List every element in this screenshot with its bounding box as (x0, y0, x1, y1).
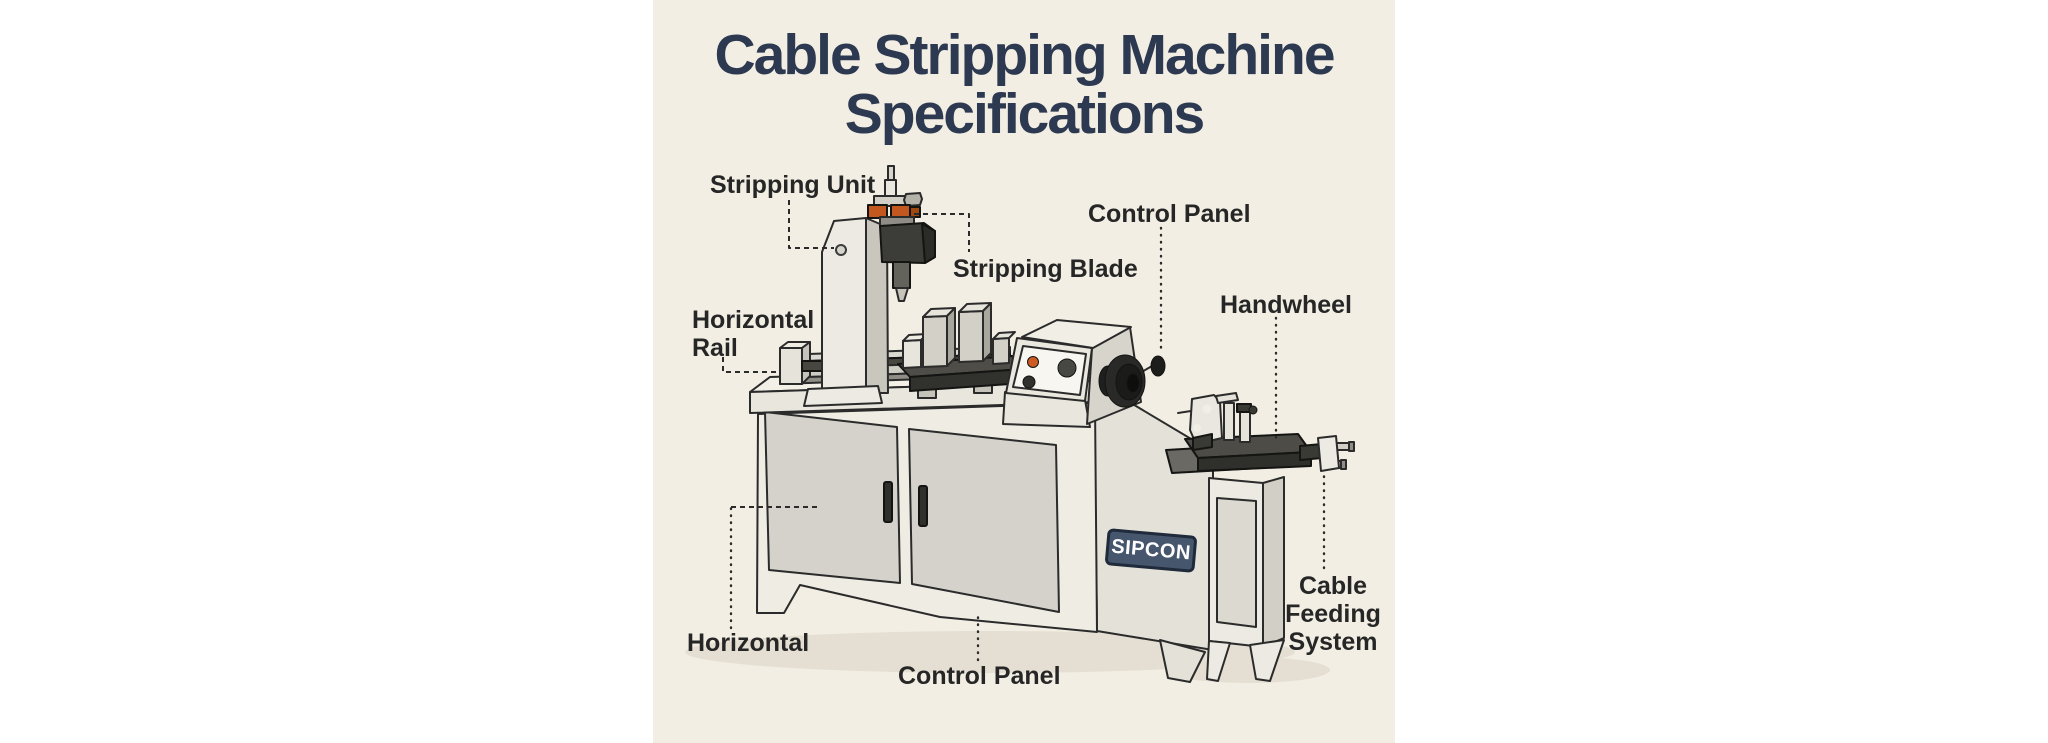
brand-badge-text: SIPCON (1110, 535, 1192, 565)
leader-stripping-blade (914, 213, 970, 252)
leader-horizontal-rail (722, 357, 780, 373)
base-cabinet (756, 402, 1098, 633)
left-door-handle (883, 481, 893, 523)
page-title: Cable Stripping Machine Specifications (653, 23, 1395, 147)
stripping-blade-part (879, 222, 936, 302)
label-horizontal-rail: Horizontal Rail (692, 306, 815, 362)
brand-badge: SIPCON (1104, 528, 1198, 573)
title-line-1: Cable Stripping Machine (714, 23, 1335, 87)
adjust-knob (1057, 358, 1077, 378)
title-line-2: Specifications (844, 82, 1205, 147)
label-control-panel-top: Control Panel (1088, 200, 1251, 228)
leader-stripping-unit (788, 200, 834, 249)
clamp-carriage (897, 302, 1025, 399)
orange-clamp-left (867, 204, 888, 219)
cable-feeding-table (1165, 433, 1312, 474)
control-panel-housing (1002, 319, 1142, 428)
clamp-block-left (922, 307, 956, 368)
label-horizontal-bottom: Horizontal (687, 629, 810, 657)
clamp-block-small (992, 331, 1016, 365)
small-button (1022, 375, 1036, 389)
cable-feeding-shaft (1299, 435, 1355, 472)
label-handwheel: Handwheel (1220, 291, 1352, 319)
cabinet-left-door (764, 411, 901, 584)
handwheel-part (1098, 354, 1166, 408)
feeding-pedestal-stand (1206, 476, 1285, 682)
label-cable-feeding-system: Cable Feeding System (1285, 572, 1381, 656)
right-door-handle (918, 485, 928, 527)
rail-end-block (779, 341, 823, 385)
hex-nut (903, 192, 923, 207)
leader-stripping-unit-marker (835, 244, 847, 256)
label-control-panel-bottom: Control Panel (898, 662, 1061, 690)
cable-clamp-mechanism (1177, 392, 1258, 451)
label-stripping-blade: Stripping Blade (953, 255, 1138, 283)
handwheel-knob (1150, 355, 1166, 377)
cabinet-right-door (908, 428, 1060, 613)
label-stripping-unit: Stripping Unit (710, 171, 876, 199)
leader-lines (722, 200, 1326, 662)
orange-power-button (1027, 356, 1039, 368)
clamp-block-right (958, 302, 992, 363)
stripping-head (867, 165, 936, 302)
